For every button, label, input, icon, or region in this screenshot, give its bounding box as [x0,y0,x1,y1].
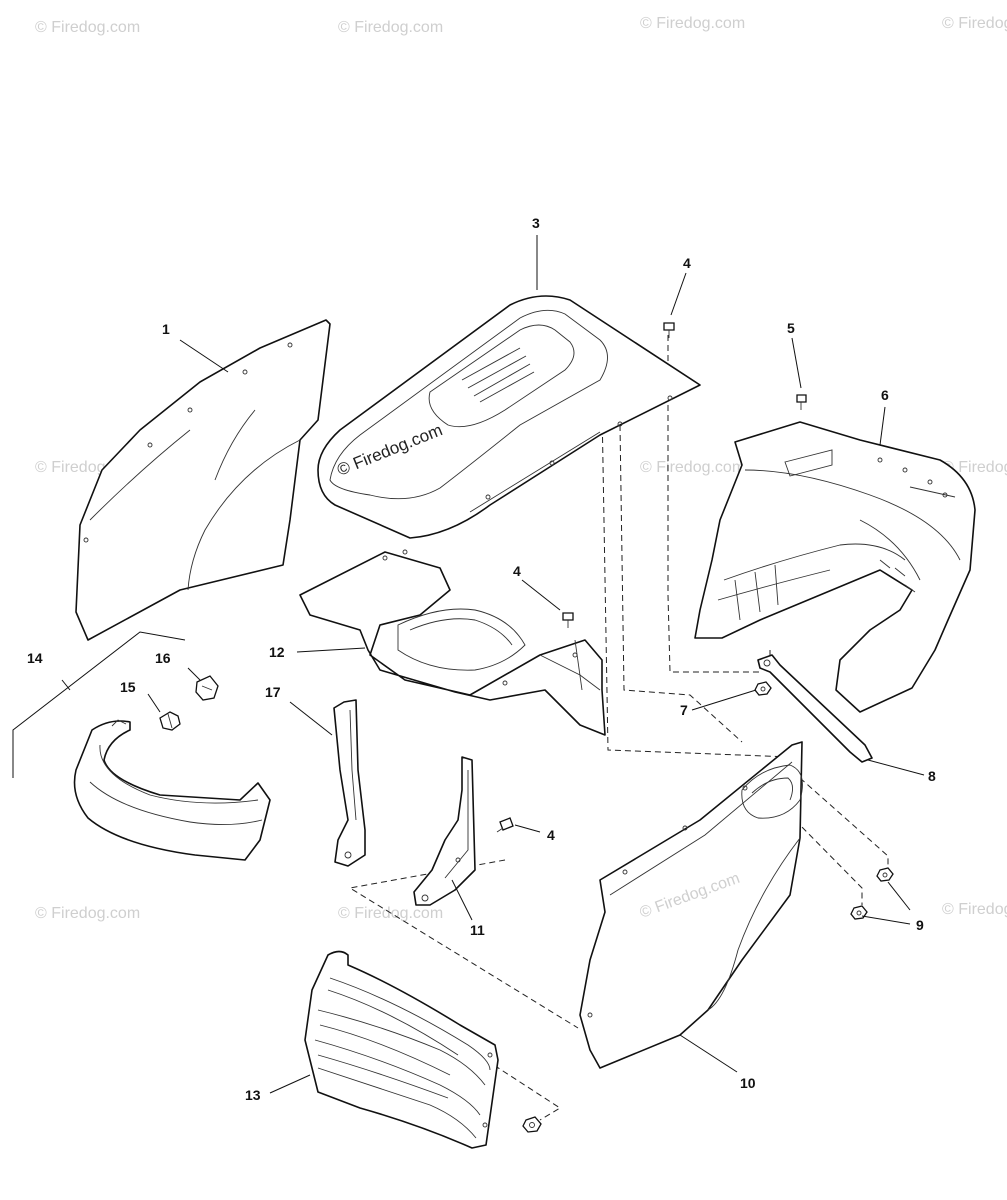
part-13-grille [304,950,499,1149]
part-10-side-panel: © Firedog.com [579,741,803,1069]
callout-4: 4 [683,255,691,271]
callout-17: 17 [265,684,281,700]
leader-lines [12,235,925,1094]
nut-icon [522,1116,542,1133]
screw-icon [562,612,574,628]
nut-icon [876,867,894,882]
callout-4: 4 [547,827,555,843]
screw-icon [663,322,675,338]
part-14-bumper [73,719,271,861]
part-11-bracket [413,756,476,906]
watermark: © Firedog.com [35,19,140,36]
callout-1: 1 [162,321,170,337]
part-12-frame [299,549,606,736]
watermark: © Firedog.com [942,459,1007,476]
callout-8: 8 [928,768,936,784]
part-3-hood: © Firedog.com [317,295,701,539]
part-8-rod [757,654,873,763]
clip-icon [195,675,219,701]
part-1-side-panel [75,319,331,641]
callout-15: 15 [120,679,136,695]
watermark: © Firedog.com [35,905,140,922]
watermark: © Firedog.com [942,15,1007,32]
watermark: © Firedog.com [640,459,745,476]
hardware [159,322,894,1133]
part-6-dash-panel [694,421,976,713]
callout-12: 12 [269,644,285,660]
watermark: © Firedog.com [338,19,443,36]
push-rivet-icon [159,711,181,731]
callout-6: 6 [881,387,889,403]
screw-icon [496,817,514,833]
part-17-bracket [333,699,366,867]
callout-16: 16 [155,650,171,666]
nut-icon [850,905,868,920]
screw-icon [796,394,807,410]
callout-10: 10 [740,1075,756,1091]
watermark: © Firedog.com [640,15,745,32]
callout-4: 4 [513,563,521,579]
callout-7: 7 [680,702,688,718]
callout-14: 14 [27,650,43,666]
callout-5: 5 [787,320,795,336]
callouts: 1 3 4 5 6 4 12 14 16 15 17 7 8 4 9 11 10… [27,215,936,1103]
callout-3: 3 [532,215,540,231]
callout-13: 13 [245,1087,261,1103]
nut-icon [754,681,772,696]
callout-9: 9 [916,917,924,933]
watermark: © Firedog.com [942,901,1007,918]
callout-11: 11 [470,922,485,938]
